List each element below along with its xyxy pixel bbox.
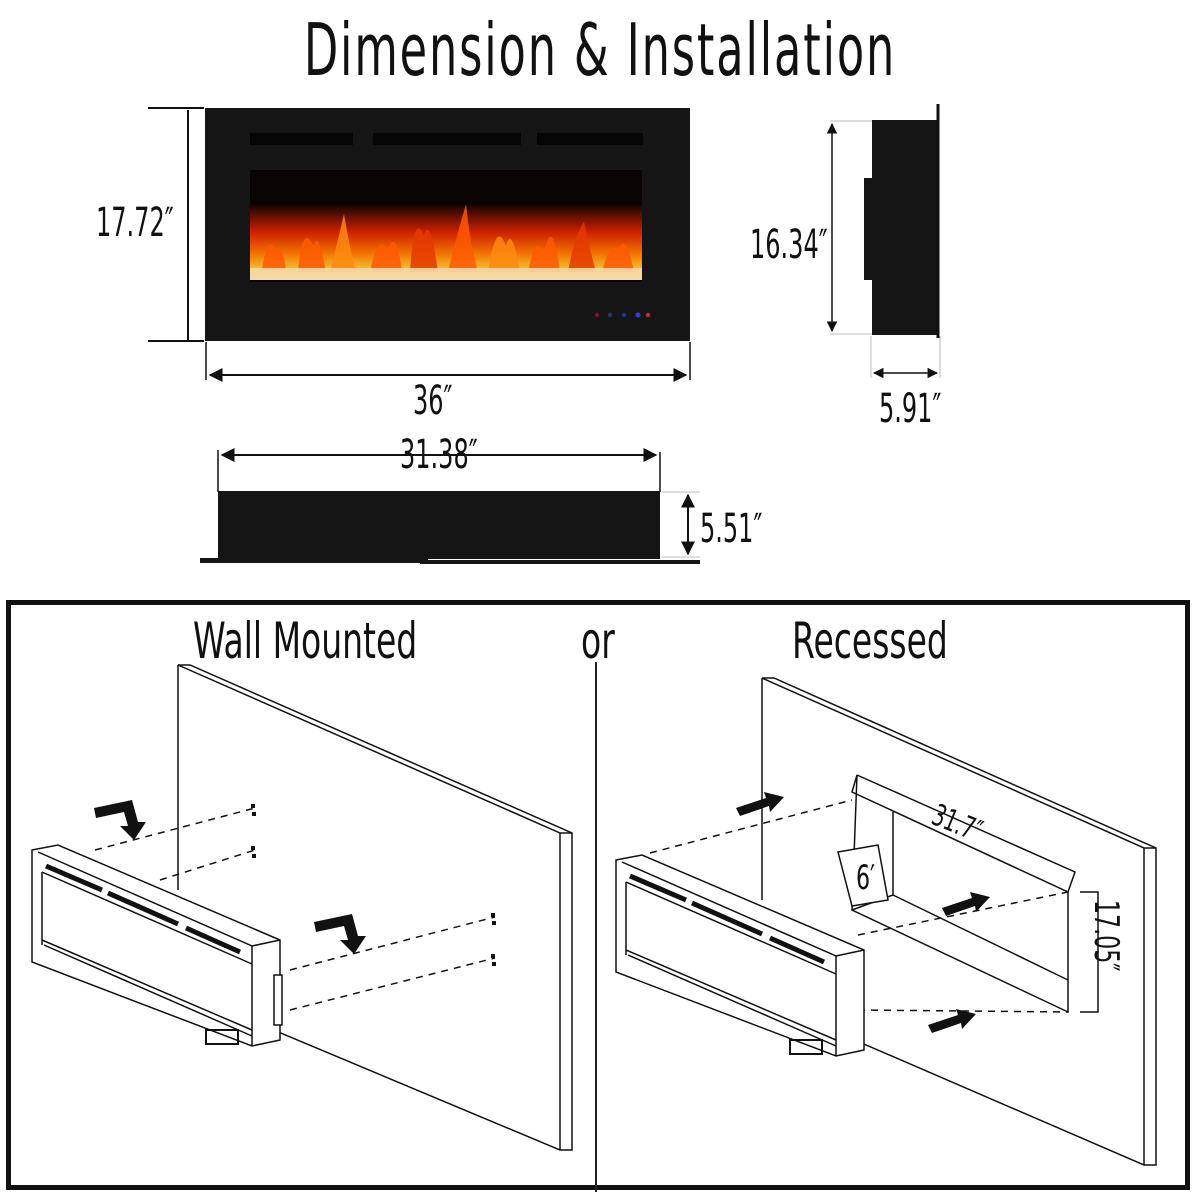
indicator-light	[607, 312, 613, 318]
top-width-label: 31.38″	[400, 432, 478, 478]
front-view-fireplace	[205, 108, 690, 341]
indicator-light	[594, 312, 600, 318]
or-separator: or	[581, 612, 615, 670]
front-height-label: 17.72″	[96, 200, 174, 246]
crystal-bed	[250, 268, 642, 280]
wall-mounted-heading: Wall Mounted	[193, 612, 418, 670]
wall-mounted-diagram	[31, 664, 573, 1151]
recessed-diagram	[615, 677, 1157, 1166]
front-width-label: 36″	[413, 378, 453, 424]
vent-slot	[537, 133, 643, 145]
vent-slot	[250, 133, 353, 145]
top-view-fireplace	[200, 491, 700, 564]
flames	[262, 204, 634, 272]
dimension-diagrams	[148, 104, 941, 564]
top-depth-label: 5.51″	[700, 506, 763, 552]
indicator-light	[645, 312, 651, 318]
side-view-fireplace	[864, 104, 940, 338]
side-height-label: 16.34″	[750, 222, 828, 268]
recessed-heading: Recessed	[792, 612, 948, 670]
indicator-light	[621, 312, 627, 318]
recess-depth-label: 6′	[856, 858, 876, 898]
page-title: Dimension & Installation	[303, 8, 897, 92]
vent-slot	[373, 133, 521, 145]
panel-divider	[595, 662, 597, 1192]
recess-height-label: 17.05″	[1086, 900, 1126, 972]
installation-panel	[6, 600, 1190, 1190]
indicator-light	[635, 312, 641, 318]
side-depth-label: 5.91″	[879, 386, 942, 432]
